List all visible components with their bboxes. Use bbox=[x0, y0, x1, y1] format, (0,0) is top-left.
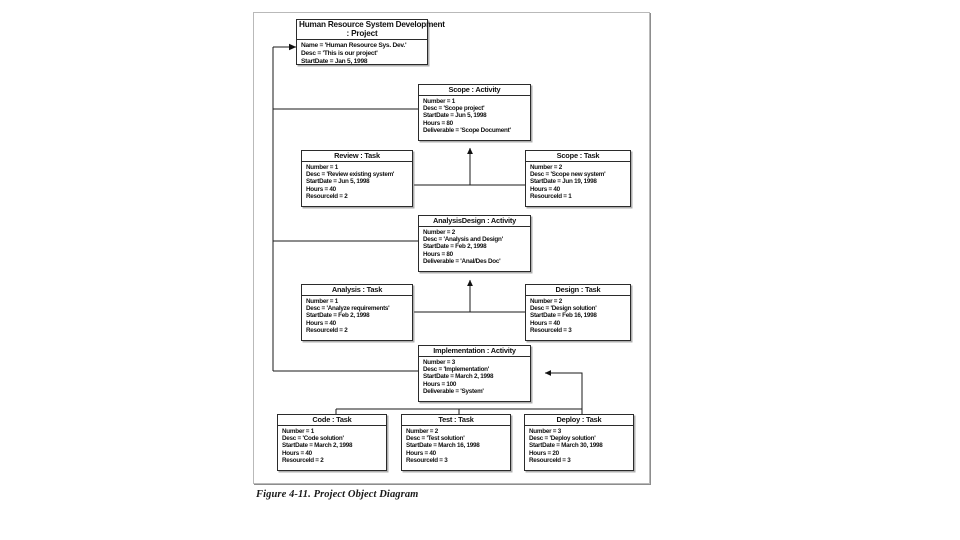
attribute-row: Name = 'Human Resource Sys. Dev.' bbox=[301, 42, 407, 50]
object-node-project[interactable]: Human Resource System Development : Proj… bbox=[296, 19, 445, 68]
object-node-title: Design : Task bbox=[555, 285, 601, 294]
object-node-header: Implementation : Activity bbox=[419, 346, 530, 357]
attribute-row: Hours = 80 bbox=[423, 119, 453, 127]
object-node-classifier: : Project bbox=[346, 28, 378, 38]
object-node-attributes: Name = 'Human Resource Sys. Dev.' Desc =… bbox=[297, 40, 427, 68]
attribute-row: ResourceId = 3 bbox=[406, 456, 448, 464]
object-node-title: Code : Task bbox=[312, 415, 352, 424]
attribute-row: Hours = 20 bbox=[529, 449, 559, 457]
attribute-row: StartDate = Feb 16, 1998 bbox=[530, 312, 597, 320]
attribute-row: Deliverable = 'System' bbox=[423, 387, 484, 395]
object-node-attributes: Number = 2 Desc = 'Design solution' Star… bbox=[526, 296, 630, 337]
attribute-row: StartDate = March 2, 1998 bbox=[282, 442, 353, 450]
attribute-row: Number = 3 bbox=[529, 427, 561, 435]
attribute-row: Number = 2 bbox=[406, 427, 438, 435]
attribute-row: StartDate = March 2, 1998 bbox=[423, 373, 494, 381]
attribute-row: Deliverable = 'Anal/Des Doc' bbox=[423, 257, 501, 265]
object-node-title: AnalysisDesign : Activity bbox=[432, 216, 517, 225]
object-node-design-task[interactable]: Design : Task Number = 2 Desc = 'Design … bbox=[525, 284, 631, 341]
object-node-review-task[interactable]: Review : Task Number = 1 Desc = 'Review … bbox=[301, 150, 413, 207]
object-node-header: Code : Task bbox=[278, 415, 386, 426]
object-node-title: Review : Task bbox=[334, 151, 380, 160]
attribute-row: Desc = 'This is our project' bbox=[301, 49, 378, 57]
object-node-analysis-task[interactable]: Analysis : Task Number = 1 Desc = 'Analy… bbox=[301, 284, 413, 341]
attribute-row: Desc = 'Implementation' bbox=[423, 366, 490, 374]
object-node-header: Scope : Task bbox=[526, 151, 630, 162]
object-node-title: Test : Task bbox=[438, 415, 474, 424]
attribute-row: Desc = 'Scope new system' bbox=[530, 171, 606, 179]
attribute-row: Hours = 40 bbox=[406, 449, 436, 457]
object-node-title: Deploy : Task bbox=[556, 415, 602, 424]
attribute-row: Desc = 'Analyze requirements' bbox=[306, 305, 390, 313]
attribute-row: ResourceId = 2 bbox=[306, 326, 348, 334]
object-node-attributes: Number = 1 Desc = 'Review existing syste… bbox=[302, 162, 412, 203]
object-node-attributes: Number = 2 Desc = 'Analysis and Design' … bbox=[419, 227, 530, 268]
object-node-test-task[interactable]: Test : Task Number = 2 Desc = 'Test solu… bbox=[401, 414, 511, 471]
object-node-header: Analysis : Task bbox=[302, 285, 412, 296]
attribute-row: StartDate = Feb 2, 1998 bbox=[423, 243, 487, 251]
object-node-header: AnalysisDesign : Activity bbox=[419, 216, 530, 227]
attribute-row: Hours = 40 bbox=[306, 185, 336, 193]
attribute-row: Hours = 40 bbox=[282, 449, 312, 457]
attribute-row: ResourceId = 1 bbox=[530, 192, 572, 200]
attribute-row: StartDate = Jun 5, 1998 bbox=[423, 112, 487, 120]
object-node-title: Implementation : Activity bbox=[433, 346, 516, 355]
object-node-header: Deploy : Task bbox=[525, 415, 633, 426]
attribute-row: Hours = 40 bbox=[530, 319, 560, 327]
object-node-title: Human Resource System Development bbox=[299, 20, 445, 29]
attribute-row: StartDate = March 16, 1998 bbox=[406, 442, 480, 450]
attribute-row: StartDate = Feb 2, 1998 bbox=[306, 312, 370, 320]
object-node-title: Scope : Task bbox=[556, 151, 600, 160]
object-node-header: Test : Task bbox=[402, 415, 510, 426]
object-node-implementation-activity[interactable]: Implementation : Activity Number = 3 Des… bbox=[418, 345, 531, 402]
object-node-title: Analysis : Task bbox=[331, 285, 383, 294]
attribute-row: Desc = 'Deploy solution' bbox=[529, 435, 596, 443]
object-node-attributes: Number = 3 Desc = 'Implementation' Start… bbox=[419, 357, 530, 398]
attribute-row: StartDate = Jun 5, 1998 bbox=[306, 178, 370, 186]
object-node-attributes: Number = 2 Desc = 'Scope new system' Sta… bbox=[526, 162, 630, 203]
attribute-row: ResourceId = 3 bbox=[529, 456, 571, 464]
attribute-row: Number = 3 bbox=[423, 358, 455, 366]
figure-caption: Figure 4-11. Project Object Diagram bbox=[256, 489, 419, 500]
attribute-row: ResourceId = 2 bbox=[282, 456, 324, 464]
attribute-row: Desc = 'Test solution' bbox=[406, 435, 465, 443]
object-node-attributes: Number = 1 Desc = 'Code solution' StartD… bbox=[278, 426, 386, 467]
attribute-row: Deliverable = 'Scope Document' bbox=[423, 126, 511, 134]
object-node-header: Human Resource System Development : Proj… bbox=[297, 20, 445, 41]
object-node-header: Scope : Activity bbox=[419, 85, 530, 96]
attribute-row: Number = 2 bbox=[423, 228, 455, 236]
attribute-row: Number = 1 bbox=[423, 97, 455, 105]
attribute-row: Hours = 80 bbox=[423, 250, 453, 258]
object-node-header: Design : Task bbox=[526, 285, 630, 296]
attribute-row: StartDate = March 30, 1998 bbox=[529, 442, 603, 450]
attribute-row: Number = 1 bbox=[282, 427, 314, 435]
object-node-title: Scope : Activity bbox=[448, 85, 501, 94]
object-node-analysisdesign-activity[interactable]: AnalysisDesign : Activity Number = 2 Des… bbox=[418, 215, 531, 272]
attribute-row: Number = 1 bbox=[306, 297, 338, 305]
attribute-row: Hours = 40 bbox=[306, 319, 336, 327]
object-node-header: Review : Task bbox=[302, 151, 412, 162]
attribute-row: StartDate = Jun 19, 1998 bbox=[530, 178, 597, 186]
attribute-row: Desc = 'Analysis and Design' bbox=[423, 236, 503, 244]
object-node-attributes: Number = 2 Desc = 'Test solution' StartD… bbox=[402, 426, 510, 467]
attribute-row: ResourceId = 3 bbox=[530, 326, 572, 334]
object-node-scope-activity[interactable]: Scope : Activity Number = 1 Desc = 'Scop… bbox=[418, 84, 531, 141]
attribute-row: Hours = 40 bbox=[530, 185, 560, 193]
attribute-row: Desc = 'Design solution' bbox=[530, 305, 597, 313]
object-node-deploy-task[interactable]: Deploy : Task Number = 3 Desc = 'Deploy … bbox=[524, 414, 634, 471]
attribute-row: Number = 2 bbox=[530, 163, 562, 171]
attribute-row: Desc = 'Code solution' bbox=[282, 435, 344, 443]
attribute-row: Desc = 'Scope project' bbox=[423, 105, 485, 113]
attribute-row: Hours = 100 bbox=[423, 380, 457, 388]
attribute-row: Number = 1 bbox=[306, 163, 338, 171]
object-node-code-task[interactable]: Code : Task Number = 1 Desc = 'Code solu… bbox=[277, 414, 387, 471]
object-node-scope-task[interactable]: Scope : Task Number = 2 Desc = 'Scope ne… bbox=[525, 150, 631, 207]
attribute-row: Number = 2 bbox=[530, 297, 562, 305]
object-node-attributes: Number = 1 Desc = 'Analyze requirements'… bbox=[302, 296, 412, 337]
object-node-attributes: Number = 3 Desc = 'Deploy solution' Star… bbox=[525, 426, 633, 467]
object-node-attributes: Number = 1 Desc = 'Scope project' StartD… bbox=[419, 96, 530, 137]
attribute-row: ResourceId = 2 bbox=[306, 192, 348, 200]
attribute-row: Desc = 'Review existing system' bbox=[306, 171, 395, 179]
attribute-row: StartDate = Jan 5, 1998 bbox=[301, 57, 368, 65]
